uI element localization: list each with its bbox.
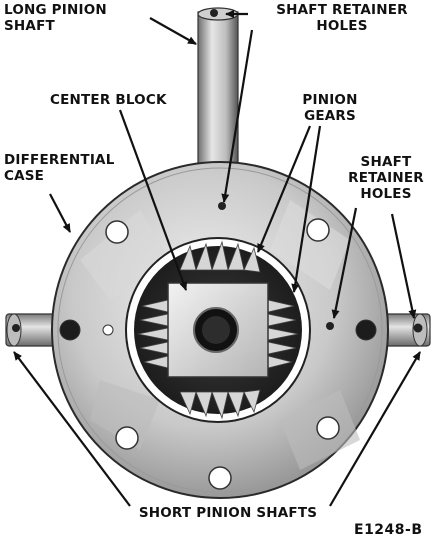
label-short-pinion-shafts: SHORT PINION SHAFTS bbox=[138, 505, 318, 521]
arrow-short-shaft-left bbox=[13, 351, 131, 507]
arrow-long-pinion-shaft bbox=[149, 17, 197, 45]
arrow-retainer-right-2 bbox=[390, 213, 417, 319]
arrow-differential-case bbox=[49, 193, 71, 233]
arrow-pinion-gears-1 bbox=[256, 125, 312, 253]
arrow-center-block bbox=[118, 109, 188, 291]
bolt-holes bbox=[59, 218, 377, 490]
figure-code: E1248-B bbox=[354, 522, 423, 538]
arrow-retainer-right-1 bbox=[331, 207, 358, 319]
label-long-pinion-shaft: LONG PINION SHAFT bbox=[4, 2, 107, 34]
face-retainer-hole-top bbox=[218, 202, 226, 210]
arrow-short-shaft-right bbox=[329, 351, 421, 507]
face-retainer-hole-right bbox=[326, 322, 334, 330]
arrow-pinion-gears-2 bbox=[291, 125, 322, 293]
arrow-retainer-top-2 bbox=[221, 29, 254, 203]
label-shaft-retainer-holes-top: SHAFT RETAINER HOLES bbox=[276, 2, 408, 34]
label-differential-case: DIFFERENTIAL CASE bbox=[4, 152, 115, 184]
pinion-gears bbox=[137, 240, 299, 420]
label-center-block: CENTER BLOCK bbox=[50, 92, 167, 108]
label-pinion-gears: PINION GEARS bbox=[302, 92, 358, 124]
shaft-retainer-hole bbox=[210, 9, 218, 17]
label-shaft-retainer-holes-right: SHAFT RETAINER HOLES bbox=[348, 154, 424, 202]
leader-lines bbox=[13, 10, 421, 507]
center-block bbox=[167, 282, 269, 378]
